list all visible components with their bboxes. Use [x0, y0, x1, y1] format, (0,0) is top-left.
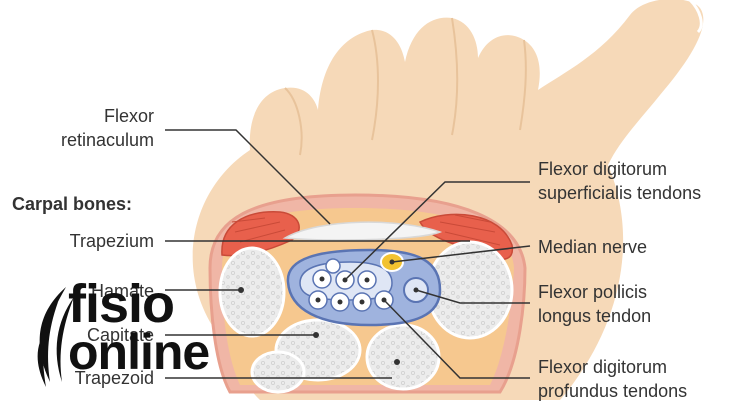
flexor-retinaculum	[282, 221, 443, 241]
label-median-nerve: Median nerve	[538, 237, 648, 257]
label-fdp-line2: profundus tendons	[538, 381, 688, 401]
leader-median-nerve	[391, 245, 531, 263]
label-flexor-retinaculum-line2: retinaculum	[60, 130, 154, 150]
label-fds-line2: superficialis tendons	[538, 183, 702, 203]
bottom-left-bone	[250, 350, 306, 394]
leader-fds	[344, 181, 530, 281]
label-fdp: Flexor digitorum profundus tendons	[538, 355, 687, 403]
logo-text-fisio: fisio	[68, 274, 175, 334]
leader-lines	[165, 129, 531, 379]
leader-fpl	[415, 289, 530, 304]
label-capitate: Capitate	[86, 325, 154, 345]
label-fpl: Flexor pollicis longus tendon	[538, 280, 651, 328]
trapezoid-bone	[365, 323, 441, 391]
leader-fdp	[383, 299, 530, 379]
leader-flexor-retinaculum	[165, 129, 331, 225]
label-flexor-retinaculum-line1: Flexor	[103, 106, 154, 126]
carpal-tunnel-contents	[286, 248, 442, 327]
label-trapezoid: Trapezoid	[74, 368, 154, 388]
logo-text-online: online	[68, 324, 210, 380]
label-carpal-bones: Carpal bones:	[12, 194, 133, 214]
label-trapezium: Trapezium	[69, 231, 154, 251]
label-fpl-line1: Flexor pollicis	[538, 282, 648, 302]
carpal-bones	[218, 240, 514, 394]
flame-logo-icon	[37, 287, 74, 387]
label-fdp-line1: Flexor digitorum	[538, 357, 668, 377]
fisio-online-logo: fisio online	[28, 276, 228, 398]
label-flexor-retinaculum: Flexor retinaculum	[20, 104, 154, 152]
label-hamate: Hamate	[90, 281, 154, 301]
hamate-bone	[218, 246, 286, 338]
label-fds: Flexor digitorum superficialis tendons	[538, 157, 701, 205]
label-fpl-line2: longus tendon	[538, 306, 652, 326]
label-fds-line1: Flexor digitorum	[538, 159, 668, 179]
